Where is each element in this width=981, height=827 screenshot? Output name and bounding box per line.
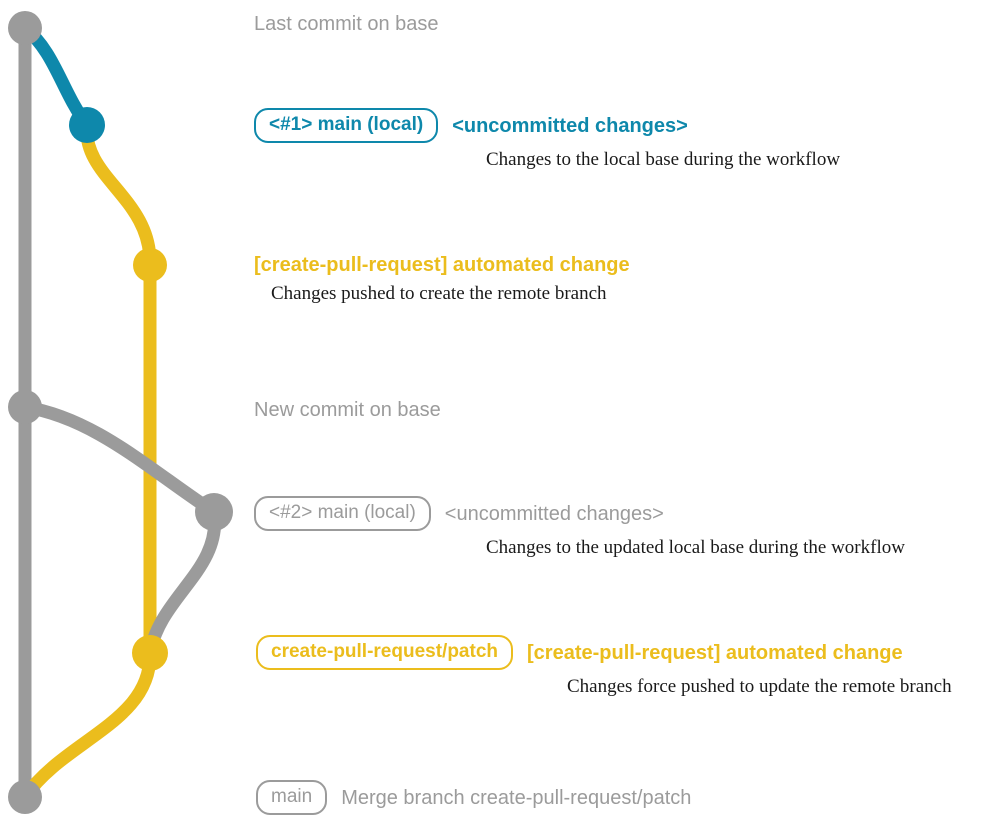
- commit-nodes: [8, 11, 233, 814]
- row-local-2: <#2> main (local) <uncommitted changes> …: [254, 496, 905, 559]
- branch-pill-local-2[interactable]: <#2> main (local): [254, 496, 431, 531]
- node-last-commit-on-base: [8, 11, 42, 45]
- commit-description: Changes to the updated local base during…: [486, 537, 905, 558]
- commit-description: Changes to the local base during the wor…: [486, 149, 841, 170]
- commit-headline: New commit on base: [254, 399, 441, 421]
- commit-headline: <uncommitted changes>: [452, 114, 688, 137]
- edge-local1-to-remote1: [80, 118, 157, 272]
- edge-local2-to-remote2: [143, 505, 222, 660]
- node-merge-commit: [8, 780, 42, 814]
- node-local-commit-2: [195, 493, 233, 531]
- commit-headline: Merge branch create-pull-request/patch: [341, 786, 692, 809]
- node-remote-commit-1: [133, 248, 167, 282]
- row-remote-1: [create-pull-request] automated change C…: [254, 253, 630, 305]
- row-local-1: <#1> main (local) <uncommitted changes> …: [254, 108, 840, 171]
- node-new-commit-on-base: [8, 390, 42, 424]
- node-remote-commit-2: [132, 635, 168, 671]
- edge-remote2-to-merge: [18, 646, 157, 804]
- node-local-commit-1: [69, 107, 105, 143]
- commit-headline: [create-pull-request] automated change: [254, 254, 630, 276]
- branch-pill-main[interactable]: main: [256, 780, 328, 815]
- row-merge: main Merge branch create-pull-request/pa…: [256, 780, 691, 815]
- row-new-commit-on-base: New commit on base: [254, 398, 441, 422]
- branch-pill-remote-2[interactable]: create-pull-request/patch: [256, 635, 513, 670]
- row-last-commit-on-base: Last commit on base: [254, 12, 439, 36]
- commit-description: Changes force pushed to update the remot…: [567, 676, 952, 697]
- branch-pill-local-1[interactable]: <#1> main (local): [254, 108, 439, 143]
- commit-headline: Last commit on base: [254, 13, 439, 35]
- commit-headline: [create-pull-request] automated change: [527, 641, 903, 664]
- edge-base-to-local2: [18, 400, 221, 519]
- commit-headline: <uncommitted changes>: [444, 502, 664, 525]
- row-remote-2: create-pull-request/patch [create-pull-r…: [256, 635, 952, 698]
- commit-description: Changes pushed to create the remote bran…: [271, 283, 607, 304]
